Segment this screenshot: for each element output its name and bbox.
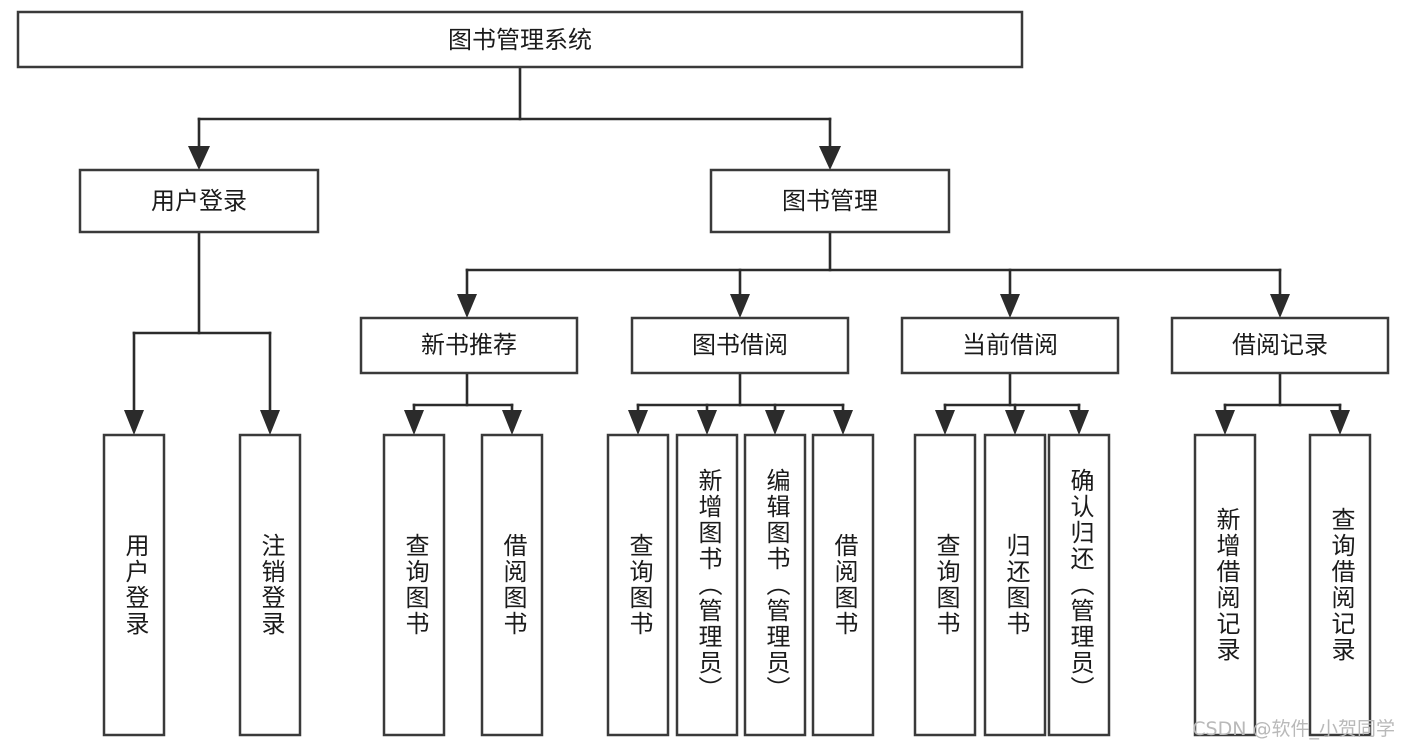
leaf-borrow-add[interactable]: 新增图书（管理员） — [675, 433, 739, 737]
arrow-leaf-cu-return — [1005, 410, 1025, 435]
leaf-borrow-edit-label: 编辑图书（管理员） — [762, 468, 790, 702]
node-current-borrow-box[interactable] — [900, 316, 1120, 375]
arrow-to-records — [1270, 294, 1290, 318]
leaf-borrow-borrow-box[interactable] — [811, 433, 875, 737]
arrow-to-borrow — [730, 294, 750, 318]
leaf-records-query[interactable]: 查询借阅记录 — [1308, 433, 1372, 737]
arrow-leaf-bo-edit — [765, 410, 785, 435]
leaf-borrow-add-label: 新增图书（管理员） — [694, 468, 722, 702]
node-new-book-label: 新书推荐 — [421, 331, 517, 359]
node-root-box[interactable] — [16, 10, 1024, 69]
leaf-user-logout-box[interactable] — [238, 433, 302, 737]
node-book-borrow-label: 图书借阅 — [692, 331, 788, 359]
leaf-records-add-label: 新增借阅记录 — [1212, 507, 1240, 663]
arrow-leaf-nb-borrow — [502, 410, 522, 435]
leaf-borrow-borrow[interactable]: 借阅图书 — [811, 433, 875, 737]
arrow-leaf-bo-query — [628, 410, 648, 435]
leaf-records-query-label: 查询借阅记录 — [1327, 507, 1355, 663]
leaf-newbook-query[interactable]: 查询图书 — [382, 433, 446, 737]
leaf-current-query-label: 查询图书 — [932, 533, 960, 637]
leaf-newbook-query-box[interactable] — [382, 433, 446, 737]
leaf-newbook-query-label: 查询图书 — [401, 533, 429, 637]
leaf-records-add[interactable]: 新增借阅记录 — [1193, 433, 1257, 737]
leaf-borrow-query-label: 查询图书 — [625, 533, 653, 637]
arrow-leaf-cu-query — [935, 410, 955, 435]
node-current-borrow[interactable]: 当前借阅 — [900, 316, 1120, 375]
node-book-manage-box[interactable] — [709, 168, 951, 234]
leaf-current-confirm-box[interactable] — [1047, 433, 1111, 737]
leaf-current-return[interactable]: 归还图书 — [983, 433, 1047, 737]
leaf-user-logout[interactable]: 注销登录 — [238, 433, 302, 737]
leaf-borrow-add-box[interactable] — [675, 433, 739, 737]
leaf-borrow-query[interactable]: 查询图书 — [606, 433, 670, 737]
arrow-leaf-cu-confirm — [1069, 410, 1089, 435]
leaf-user-login[interactable]: 用户登录 — [102, 433, 166, 737]
arrow-to-new-book — [457, 294, 477, 318]
leaf-user-login-box[interactable] — [102, 433, 166, 737]
node-borrow-records-label: 借阅记录 — [1232, 331, 1328, 359]
arrow-leaf-user-logout — [260, 410, 280, 435]
arrow-leaf-re-add — [1215, 410, 1235, 435]
node-root-label: 图书管理系统 — [448, 26, 592, 54]
arrow-leaf-re-query — [1330, 410, 1350, 435]
leaf-current-confirm-label: 确认归还（管理员） — [1066, 468, 1094, 702]
leaf-borrow-edit[interactable]: 编辑图书（管理员） — [743, 433, 807, 737]
node-user-login-label: 用户登录 — [151, 187, 247, 215]
node-borrow-records-box[interactable] — [1170, 316, 1390, 375]
node-book-borrow-box[interactable] — [630, 316, 850, 375]
node-borrow-records[interactable]: 借阅记录 — [1170, 316, 1390, 375]
node-book-manage-label: 图书管理 — [782, 187, 878, 215]
arrow-leaf-bo-borrow — [833, 410, 853, 435]
arrow-to-book-manage — [819, 146, 841, 170]
watermark: CSDN @软件_小贺同学 — [1192, 718, 1395, 740]
leaf-user-logout-label: 注销登录 — [257, 533, 285, 637]
node-book-manage[interactable]: 图书管理 — [709, 168, 951, 234]
arrow-leaf-user-login — [124, 410, 144, 435]
leaf-borrow-edit-box[interactable] — [743, 433, 807, 737]
leaf-user-login-label: 用户登录 — [121, 533, 149, 637]
arrow-leaf-nb-query — [404, 410, 424, 435]
leaf-records-query-box[interactable] — [1308, 433, 1372, 737]
leaf-borrow-borrow-label: 借阅图书 — [830, 533, 858, 637]
node-user-login[interactable]: 用户登录 — [78, 168, 320, 234]
node-user-login-box[interactable] — [78, 168, 320, 234]
leaf-records-add-box[interactable] — [1193, 433, 1257, 737]
leaf-current-return-label: 归还图书 — [1002, 533, 1030, 637]
leaf-borrow-query-box[interactable] — [606, 433, 670, 737]
leaf-current-return-box[interactable] — [983, 433, 1047, 737]
leaf-newbook-borrow[interactable]: 借阅图书 — [480, 433, 544, 737]
leaf-current-query[interactable]: 查询图书 — [913, 433, 977, 737]
node-root[interactable]: 图书管理系统 — [16, 10, 1024, 69]
node-book-borrow[interactable]: 图书借阅 — [630, 316, 850, 375]
arrow-to-current — [1000, 294, 1020, 318]
connectors — [124, 65, 1350, 435]
leaf-newbook-borrow-box[interactable] — [480, 433, 544, 737]
leaf-current-query-box[interactable] — [913, 433, 977, 737]
arrow-leaf-bo-add — [697, 410, 717, 435]
node-new-book[interactable]: 新书推荐 — [359, 316, 579, 375]
arrow-to-user-login — [188, 146, 210, 170]
node-new-book-box[interactable] — [359, 316, 579, 375]
leaf-current-confirm[interactable]: 确认归还（管理员） — [1047, 433, 1111, 737]
leaf-newbook-borrow-label: 借阅图书 — [499, 533, 527, 637]
node-current-borrow-label: 当前借阅 — [962, 331, 1058, 359]
